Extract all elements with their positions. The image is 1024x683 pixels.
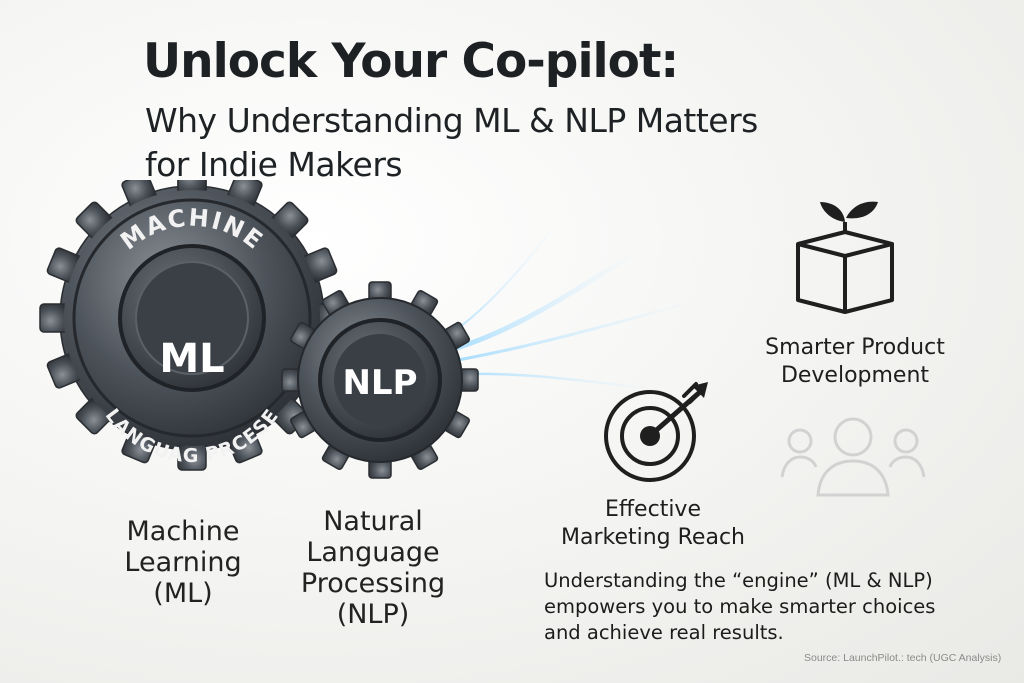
benefit-product-line-1: Smarter Product bbox=[765, 335, 945, 360]
gears-illustration: MACHINE LANGUAG PRCESE ML NLP bbox=[39, 180, 702, 479]
page-subtitle: Why Understanding ML & NLP Matters for I… bbox=[145, 99, 865, 187]
ml-caption-line-2: Learning bbox=[124, 547, 242, 578]
ml-caption-line-3: (ML) bbox=[153, 578, 213, 609]
ml-caption: Machine Learning (ML) bbox=[98, 516, 268, 609]
ml-gear bbox=[39, 180, 345, 471]
benefit-product: Smarter Product Development bbox=[745, 334, 965, 390]
nlp-gear-center-label: NLP bbox=[342, 363, 417, 403]
nlp-gear bbox=[281, 281, 479, 479]
nlp-caption-line-3: Processing bbox=[300, 568, 446, 599]
benefit-marketing: Effective Marketing Reach bbox=[548, 496, 758, 552]
subtitle-line-1: Why Understanding ML & NLP Matters bbox=[145, 101, 758, 140]
page-title: Unlock Your Co-pilot: bbox=[143, 34, 679, 89]
source-note: Source: LaunchPilot.: tech (UGC Analysis… bbox=[804, 652, 1002, 664]
benefit-marketing-line-1: Effective bbox=[605, 497, 701, 522]
benefit-product-line-2: Development bbox=[780, 363, 930, 388]
summary-line-1: Understanding the “engine” (ML & NLP) bbox=[544, 569, 933, 592]
ml-caption-line-1: Machine bbox=[126, 516, 240, 547]
ml-gear-center-label: ML bbox=[159, 336, 224, 382]
nlp-caption-line-4: (NLP) bbox=[336, 599, 410, 630]
benefit-marketing-line-2: Marketing Reach bbox=[561, 525, 745, 550]
summary-text: Understanding the “engine” (ML & NLP) em… bbox=[544, 568, 964, 646]
subtitle-line-2: for Indie Makers bbox=[145, 145, 403, 184]
summary-line-2: empowers you to make smarter choices bbox=[544, 595, 936, 618]
nlp-caption-line-1: Natural bbox=[323, 506, 423, 537]
sprouting-box-icon bbox=[796, 201, 894, 314]
energy-streaks bbox=[424, 219, 702, 392]
nlp-caption: Natural Language Processing (NLP) bbox=[288, 506, 458, 630]
nlp-caption-line-2: Language bbox=[306, 537, 440, 568]
summary-line-3: and achieve real results. bbox=[544, 621, 784, 644]
people-group-icon bbox=[780, 417, 926, 497]
target-arrow-icon bbox=[604, 382, 708, 482]
